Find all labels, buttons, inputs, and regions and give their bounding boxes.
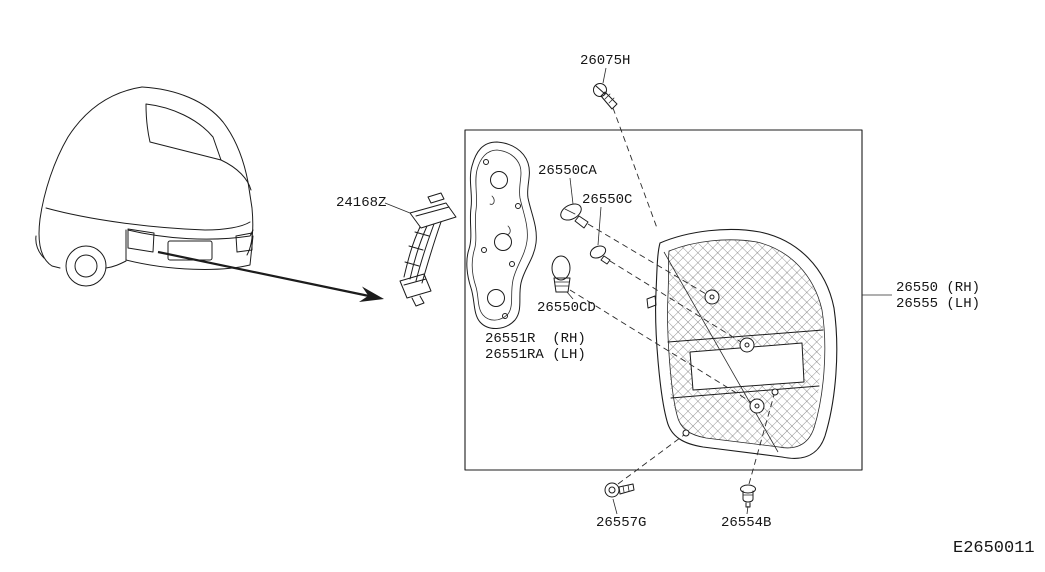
clip-26554b [740,484,756,508]
bulb-hole [704,289,720,305]
bulb-26550c [589,245,611,265]
label-26075h: 26075H [580,53,631,69]
label-24168z: 24168Z [336,195,387,211]
assembly-box [464,129,863,471]
car-wheel [65,245,107,287]
bulb-hole [739,337,755,353]
pointer-arrow [157,250,384,302]
bulb-hole [487,289,505,307]
label-26551ra: 26551RA (LH) [485,347,586,363]
label-26550ca: 26550CA [538,163,597,179]
harness-24168z [399,192,457,307]
label-26550c: 26550C [582,192,633,208]
leader-lines [384,67,892,515]
label-26550cd: 26550CD [537,300,596,316]
car-tail-lamp-left [127,228,155,253]
dashed-lines [569,107,775,485]
mount-boss [771,388,779,396]
bulb-hole [490,171,508,189]
bulb-26550ca [560,203,589,229]
bulb-hole [494,233,512,251]
label-26554b: 26554B [721,515,772,531]
mount-boss [682,429,690,437]
car-sketch [35,86,254,287]
car-tail-lamp-right [235,232,253,253]
label-26550: 26550 (RH) [896,280,981,296]
label-26557g: 26557G [596,515,647,531]
label-26551r: 26551R (RH) [485,331,586,347]
bulb-26550cd [551,255,571,293]
bulb-hole [749,398,765,414]
label-26555: 26555 (LH) [896,296,981,312]
lamp-lens-26550 [646,228,838,459]
screw-26557g [604,482,635,498]
housing-panel-26551r [466,141,537,329]
screw-26075h [593,83,618,110]
diagram-code: E2650011 [953,539,1035,558]
